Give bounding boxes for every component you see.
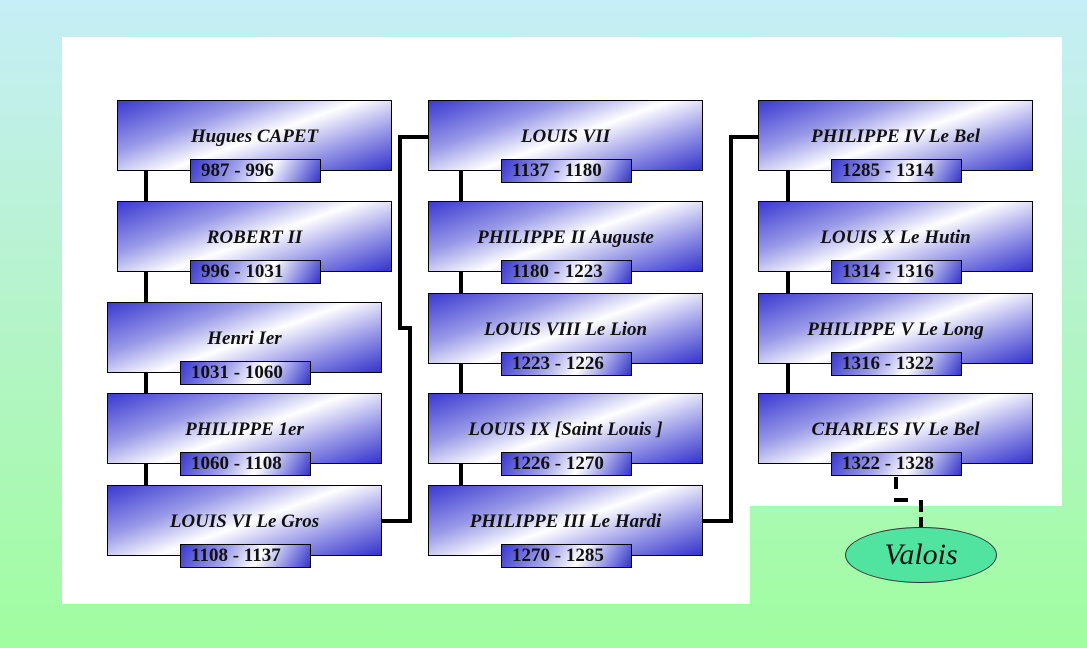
king-name: LOUIS VI Le Gros bbox=[169, 511, 320, 532]
king-name: PHILIPPE II Auguste bbox=[477, 227, 654, 248]
reign-dates: 1060 - 1108 bbox=[180, 452, 311, 476]
reign-dates: 1031 - 1060 bbox=[180, 361, 311, 385]
reign-dates: 1223 - 1226 bbox=[501, 352, 632, 376]
reign-dates: 987 - 996 bbox=[190, 159, 321, 183]
king-box: LOUIS X Le Hutin bbox=[758, 201, 1033, 272]
reign-dates: 1226 - 1270 bbox=[501, 452, 632, 476]
connector-line bbox=[729, 135, 758, 139]
dashed-connector bbox=[894, 477, 898, 489]
king-name: PHILIPPE V Le Long bbox=[807, 319, 984, 340]
king-name: PHILIPPE III Le Hardi bbox=[469, 511, 662, 532]
reign-dates: 1270 - 1285 bbox=[501, 544, 632, 568]
king-name: Henri Ier bbox=[207, 328, 282, 349]
connector-line bbox=[398, 326, 412, 330]
king-name: CHARLES IV Le Bel bbox=[811, 419, 980, 440]
connector-line bbox=[408, 326, 412, 523]
connector-line bbox=[729, 135, 733, 523]
king-name: LOUIS VIII Le Lion bbox=[483, 319, 648, 340]
king-name: LOUIS IX [Saint Louis ] bbox=[468, 419, 663, 440]
connector-line bbox=[382, 519, 412, 523]
king-name: PHILIPPE IV Le Bel bbox=[810, 126, 981, 147]
reign-dates: 1322 - 1328 bbox=[831, 452, 962, 476]
king-name: Hugues CAPET bbox=[190, 126, 319, 147]
reign-dates: 1316 - 1322 bbox=[831, 352, 962, 376]
king-name: LOUIS X Le Hutin bbox=[820, 227, 971, 248]
reign-dates: 1285 - 1314 bbox=[831, 159, 962, 183]
valois-node: Valois bbox=[845, 527, 997, 583]
king-box: LOUIS VI Le Gros bbox=[107, 485, 382, 556]
king-name: ROBERT II bbox=[206, 227, 303, 248]
connector-line bbox=[398, 135, 428, 139]
dashed-connector bbox=[919, 517, 923, 527]
king-box: CHARLES IV Le Bel bbox=[758, 393, 1033, 464]
reign-dates: 996 - 1031 bbox=[190, 260, 321, 284]
reign-dates: 1180 - 1223 bbox=[501, 260, 632, 284]
reign-dates: 1137 - 1180 bbox=[501, 159, 632, 183]
connector-line bbox=[398, 135, 402, 330]
connector-line bbox=[786, 171, 790, 393]
king-name: PHILIPPE 1er bbox=[185, 419, 304, 440]
king-box: LOUIS IX [Saint Louis ] bbox=[428, 393, 703, 464]
connector-line bbox=[703, 519, 733, 523]
reign-dates: 1108 - 1137 bbox=[180, 544, 311, 568]
king-name: LOUIS VII bbox=[520, 126, 611, 147]
reign-dates: 1314 - 1316 bbox=[831, 260, 962, 284]
dashed-connector bbox=[919, 500, 923, 512]
king-box: PHILIPPE 1er bbox=[107, 393, 382, 464]
dashed-connector bbox=[894, 498, 908, 502]
